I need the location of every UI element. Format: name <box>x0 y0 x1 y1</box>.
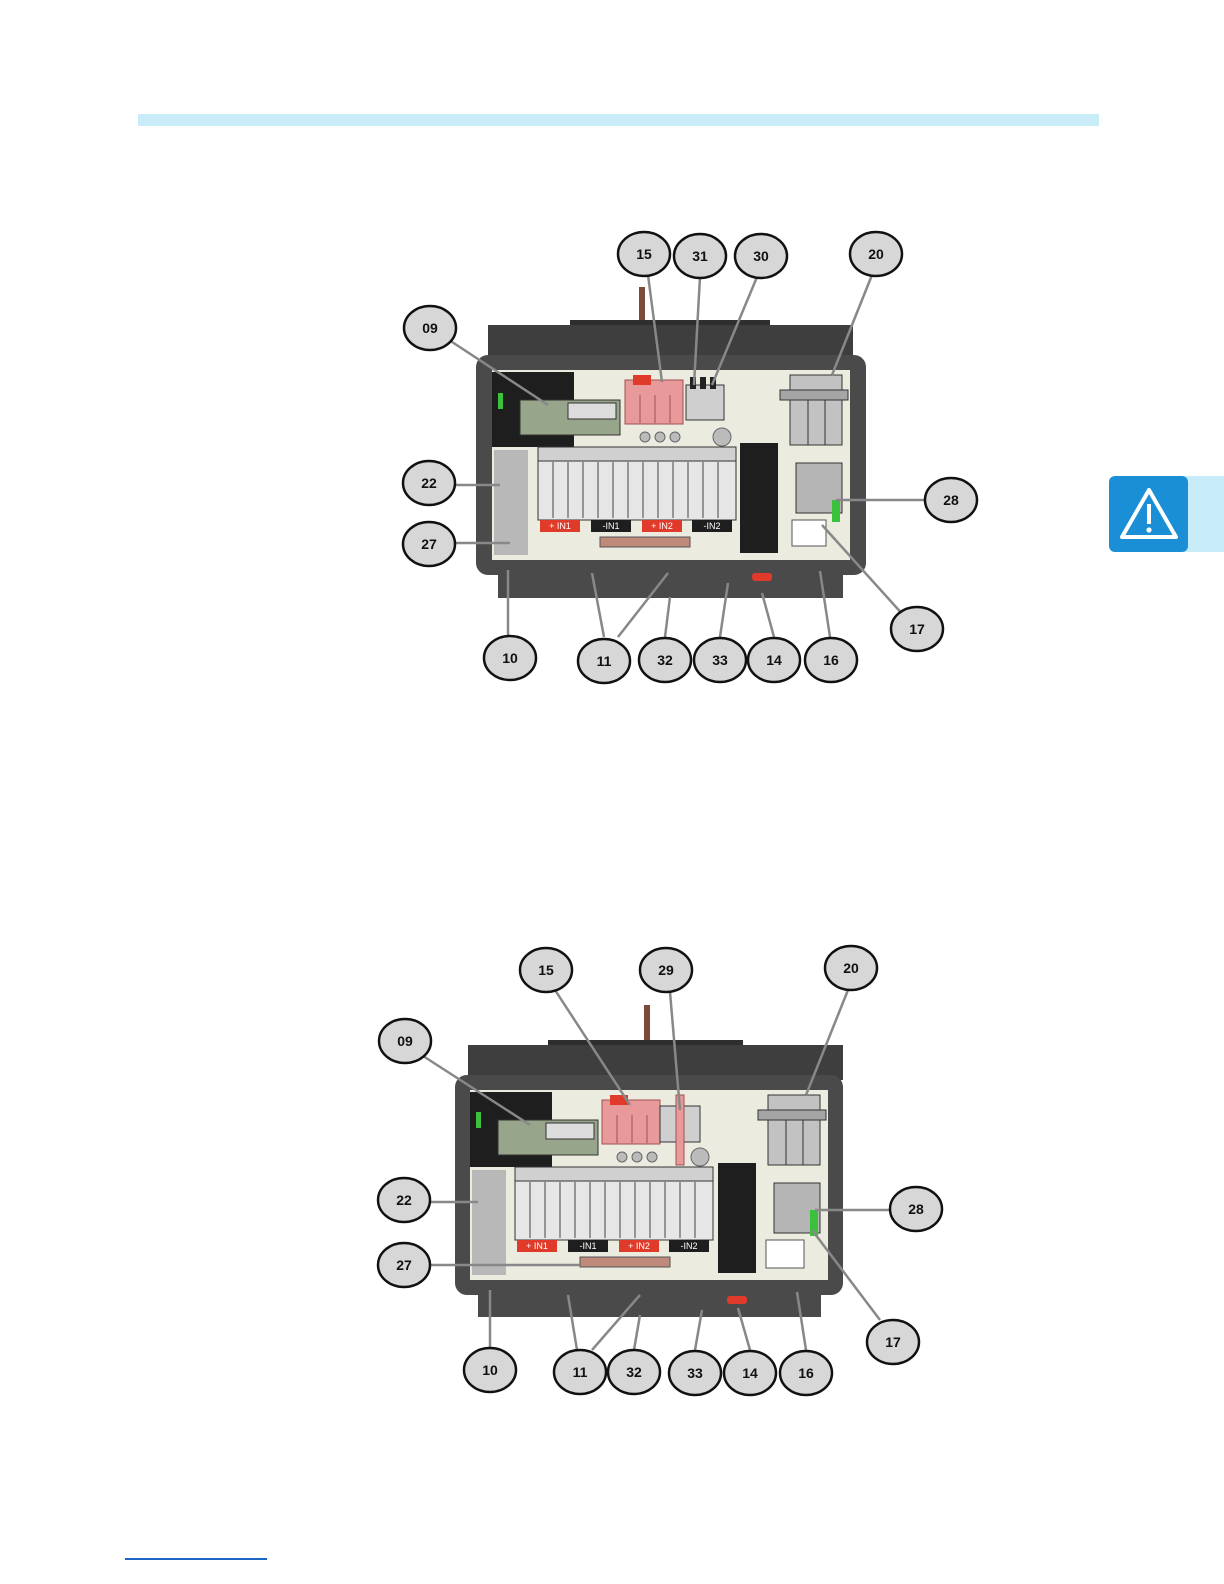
string-fuse-holders <box>538 447 736 520</box>
svg-text:15: 15 <box>538 962 554 978</box>
side-plate <box>494 450 528 555</box>
dc-filter-block <box>740 443 778 553</box>
callout-17: 17 <box>867 1320 919 1364</box>
svg-text:10: 10 <box>502 650 518 666</box>
svg-text:30: 30 <box>753 248 769 264</box>
top-rail <box>488 287 853 360</box>
header-rule <box>138 114 1099 126</box>
callout-27: 27 <box>378 1243 430 1287</box>
callout-11: 11 <box>578 639 630 683</box>
svg-text:27: 27 <box>396 1257 412 1273</box>
ac-disconnect <box>758 1095 826 1165</box>
svg-text:14: 14 <box>766 652 782 668</box>
dc-label-minus-in2: -IN2 <box>680 1241 697 1251</box>
callout-32: 32 <box>608 1350 660 1394</box>
string-fuse-holders <box>515 1167 713 1240</box>
signal-terminal-strip <box>580 1257 670 1267</box>
callout-17: 17 <box>891 607 943 651</box>
ac-disconnect <box>780 375 848 445</box>
svg-text:11: 11 <box>597 653 612 669</box>
callout-09: 09 <box>404 306 456 350</box>
callout-29: 29 <box>640 948 692 992</box>
dc-label-minus-in2: -IN2 <box>703 521 720 531</box>
dc-label-plus-in1: + IN1 <box>526 1241 548 1251</box>
svg-text:17: 17 <box>909 621 925 637</box>
svg-text:22: 22 <box>421 475 437 491</box>
callout-31: 31 <box>674 234 726 278</box>
callout-22: 22 <box>378 1178 430 1222</box>
callout-28: 28 <box>890 1187 942 1231</box>
callout-30: 30 <box>735 234 787 278</box>
callout-15: 15 <box>520 948 572 992</box>
callout-33: 33 <box>669 1351 721 1395</box>
footer-link-underline[interactable] <box>125 1558 267 1560</box>
callout-20: 20 <box>825 946 877 990</box>
dc-filter-block <box>718 1163 756 1273</box>
svg-text:17: 17 <box>885 1334 901 1350</box>
side-plate <box>472 1170 506 1275</box>
inverter-wiring-box-diagram-top: + IN1 -IN1 + IN2 -IN2 <box>0 225 1224 695</box>
dc-label-plus-in1: + IN1 <box>549 521 571 531</box>
callout-09: 09 <box>379 1019 431 1063</box>
dc-label-plus-in2: + IN2 <box>651 521 673 531</box>
dc-switch <box>752 573 772 581</box>
svg-text:11: 11 <box>573 1364 588 1380</box>
signal-terminal-strip <box>600 537 690 547</box>
surge-protector <box>625 375 683 424</box>
svg-text:33: 33 <box>712 652 728 668</box>
callout-28: 28 <box>925 478 977 522</box>
svg-text:14: 14 <box>742 1365 758 1381</box>
callout-16: 16 <box>780 1351 832 1395</box>
callout-27: 27 <box>403 522 455 566</box>
callout-10: 10 <box>464 1348 516 1392</box>
svg-text:20: 20 <box>843 960 859 976</box>
svg-text:32: 32 <box>657 652 673 668</box>
callout-15: 15 <box>618 232 670 276</box>
surge-protector <box>602 1095 660 1144</box>
callout-11: 11 <box>554 1350 606 1394</box>
callout-14: 14 <box>724 1351 776 1395</box>
svg-text:33: 33 <box>687 1365 703 1381</box>
dc-label-minus-in1: -IN1 <box>579 1241 596 1251</box>
callout-33: 33 <box>694 638 746 682</box>
svg-text:28: 28 <box>943 492 959 508</box>
callout-14: 14 <box>748 638 800 682</box>
svg-text:20: 20 <box>868 246 884 262</box>
svg-text:16: 16 <box>823 652 839 668</box>
svg-text:09: 09 <box>397 1033 413 1049</box>
svg-text:27: 27 <box>421 536 437 552</box>
callout-10: 10 <box>484 636 536 680</box>
callout-22: 22 <box>403 461 455 505</box>
svg-text:32: 32 <box>626 1364 642 1380</box>
svg-text:16: 16 <box>798 1365 814 1381</box>
inverter-wiring-box-diagram-bottom: + IN1 -IN1 + IN2 -IN2 15 <box>0 940 1224 1410</box>
callout-16: 16 <box>805 638 857 682</box>
callout-20: 20 <box>850 232 902 276</box>
svg-text:28: 28 <box>908 1201 924 1217</box>
svg-text:31: 31 <box>692 248 708 264</box>
svg-text:29: 29 <box>658 962 674 978</box>
callout-32: 32 <box>639 638 691 682</box>
svg-text:22: 22 <box>396 1192 412 1208</box>
svg-text:09: 09 <box>422 320 438 336</box>
dc-label-minus-in1: -IN1 <box>602 521 619 531</box>
svg-text:10: 10 <box>482 1362 498 1378</box>
dc-label-plus-in2: + IN2 <box>628 1241 650 1251</box>
dc-switch <box>727 1296 747 1304</box>
svg-text:15: 15 <box>636 246 652 262</box>
top-rail <box>468 1005 843 1080</box>
